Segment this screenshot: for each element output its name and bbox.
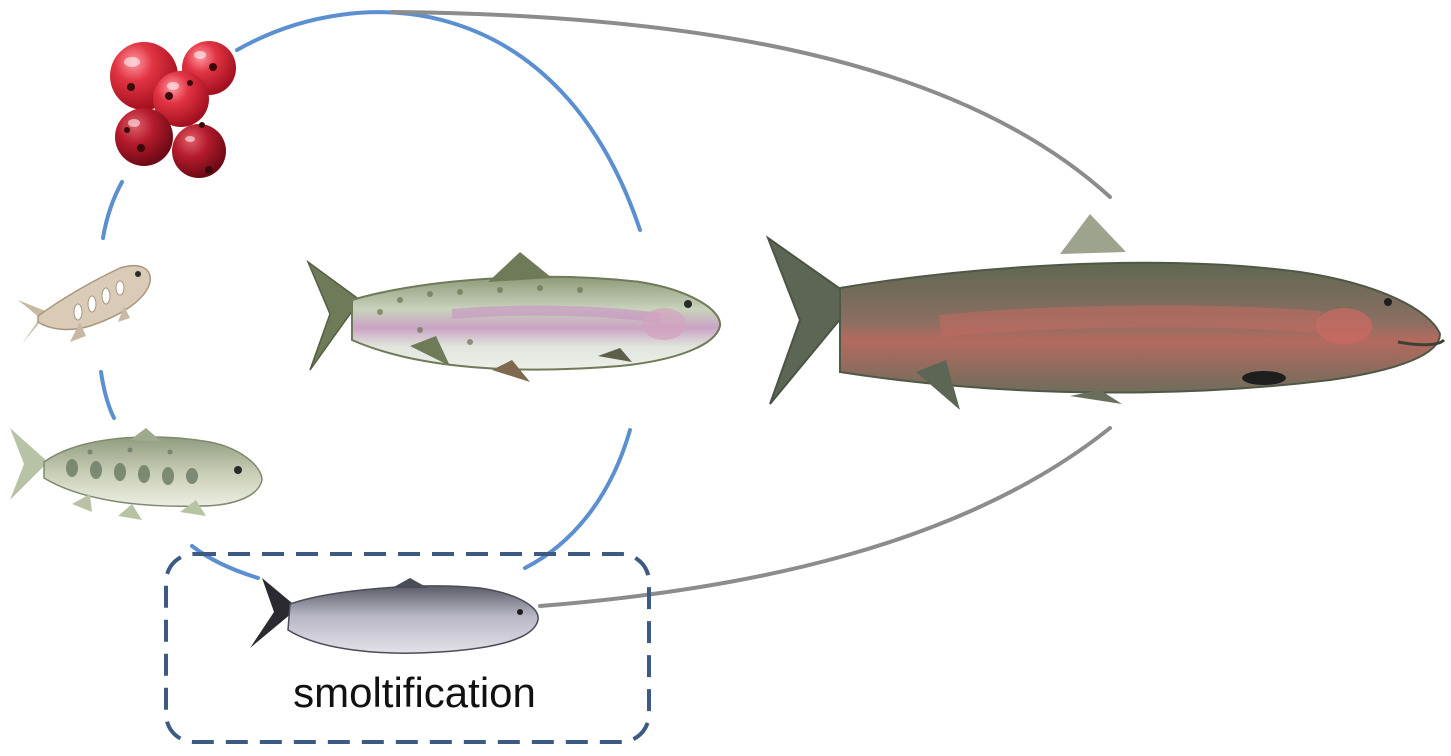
loop-arc-left-middle — [101, 372, 114, 418]
smolt-illustration — [250, 578, 538, 653]
smolt-body — [288, 586, 538, 653]
resident-trout-illustration — [308, 252, 720, 382]
loop-arc-left-upper — [103, 182, 122, 238]
steelhead-illustration — [768, 214, 1444, 410]
eggs-illustration — [110, 41, 236, 178]
loop-arc-right-lower — [525, 430, 630, 568]
egg — [172, 124, 226, 178]
parr-illustration — [10, 428, 262, 520]
loop-arc-top — [237, 12, 640, 230]
smoltification-label: smoltification — [232, 672, 597, 714]
loop-arc-bottom-left — [192, 546, 258, 578]
ocean-arc-bottom — [540, 428, 1110, 606]
egg — [115, 108, 173, 166]
alevin-illustration — [18, 266, 150, 344]
parr-tail — [10, 428, 48, 500]
ocean-arc-top — [392, 12, 1110, 197]
